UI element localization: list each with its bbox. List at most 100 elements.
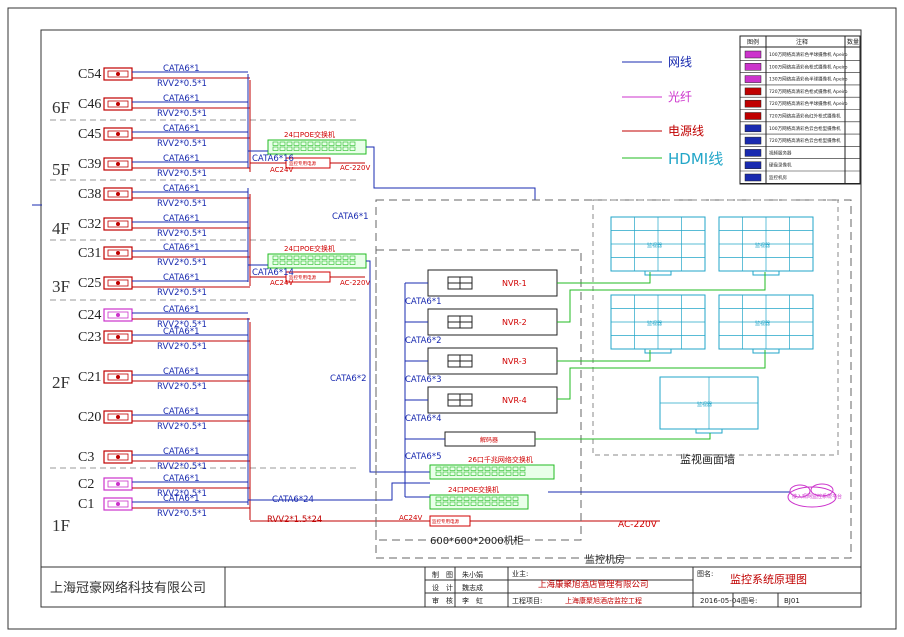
decoder-label: 解码器 [480, 436, 498, 444]
core-switch-label: 26口千兆网络交换机 [468, 455, 533, 464]
camera-rvv-label: RVV2*0.5*1 [157, 320, 207, 330]
switch-port [435, 496, 442, 501]
monitor-large-label: 监视器 [697, 401, 712, 408]
switch-port [470, 466, 477, 471]
wall-outline [592, 199, 839, 456]
monitor-label: 监视器 [755, 320, 770, 327]
camera-rvv-label: RVV2*0.5*1 [157, 139, 207, 149]
company-name: 上海冠豪网络科技有限公司 [50, 580, 206, 596]
tb-num-label: 图号: [741, 597, 757, 605]
tb-r2a: 设 计 [432, 583, 453, 592]
nvr-group: NVR-1CATA6*1NVR-2CATA6*2NVR-3CATA6*3NVR-… [405, 269, 558, 424]
legend-row: 720万网络高清彩色枪式摄像机 Apeiro [740, 87, 860, 98]
switch-port [512, 496, 519, 501]
wall-label: 监视画面墙 [680, 452, 735, 466]
switch-port [328, 260, 335, 265]
switch-port [505, 466, 512, 471]
power-box-1-label: 监控专用电源 [289, 160, 316, 167]
legend-net: 网线 [668, 55, 692, 69]
switch-port [498, 501, 505, 506]
monitor-screen: 监视器 [610, 294, 706, 354]
switch-port [456, 466, 463, 471]
camera-label: C24 [78, 308, 101, 323]
switch-port [505, 501, 512, 506]
floor-2f: 2F [52, 373, 70, 392]
switch-port [442, 471, 449, 476]
switch-port [498, 471, 505, 476]
camera-rvv-label: RVV2*0.5*1 [157, 229, 207, 239]
switch-port [286, 260, 293, 265]
camera-rvv-label: RVV2*0.5*1 [157, 489, 207, 499]
switch-port [498, 496, 505, 501]
camera-cat-label: CATA6*1 [163, 154, 200, 164]
switch-port [449, 466, 456, 471]
legend-row: 720万网络高清彩色云台枪型摄像机 [740, 136, 860, 147]
camera-label: C54 [78, 67, 101, 82]
switch-port [279, 255, 286, 260]
line-legend: 网线 光纤 电源线 HDMI线 [622, 55, 723, 168]
monitor-screen: 监视器 [718, 294, 814, 354]
switch-port [512, 466, 519, 471]
switch-port [300, 255, 307, 260]
tb-r3b: 李 虹 [462, 596, 483, 605]
title-block: 上海冠豪网络科技有限公司 制 图 朱小娟 设 计 魏志成 审 核 李 虹 业主:… [40, 566, 862, 608]
switch-port [279, 141, 286, 146]
power-box-2-label: 监控专用电源 [289, 274, 316, 281]
switch-port [498, 466, 505, 471]
switch-port [470, 501, 477, 506]
tb-r1a: 制 图 [432, 570, 453, 579]
switch-port [342, 260, 349, 265]
switch-port [272, 141, 279, 146]
camera-rvv-label: RVV2*0.5*1 [157, 382, 207, 392]
monitor-label: 监视器 [647, 242, 662, 249]
switch-port [491, 501, 498, 506]
camera-label: C38 [78, 187, 101, 202]
floor-3f: 3F [52, 277, 70, 296]
poe-switch-1: 24口POE交换机 监控专用电源 CATA6*16 AC24V AC-220V [248, 130, 370, 174]
tb-project-label: 工程项目: [512, 596, 542, 605]
nvr-label: NVR-1 [502, 279, 527, 288]
switch-port [300, 260, 307, 265]
rack-outline [375, 249, 582, 541]
switch-port [484, 501, 491, 506]
switch-port [335, 146, 342, 151]
switch-port [286, 255, 293, 260]
switch-port [349, 260, 356, 265]
switch-port [463, 501, 470, 506]
switch-port [321, 260, 328, 265]
camera-label: C21 [78, 370, 101, 385]
tb-r3a: 审 核 [432, 596, 453, 605]
switch-port [293, 146, 300, 151]
camera-cat-label: CATA6*1 [163, 494, 200, 504]
camera-label: C39 [78, 157, 101, 172]
camera-cat-label: CATA6*1 [163, 124, 200, 134]
camera-label: C1 [78, 497, 94, 512]
legend-row-label: 130万网络高清彩色半球摄像机 Apeiro [769, 76, 848, 83]
camera-rvv-label: RVV2*0.5*1 [157, 509, 207, 519]
legend-h3: 数量 [847, 38, 859, 46]
camera-label: C46 [78, 97, 101, 112]
monitor-wall: 监视器监视器监视器监视器监视器 [610, 216, 814, 434]
switch-port [293, 141, 300, 146]
switch-port [505, 496, 512, 501]
cloud-label: 接入现网监控系统平台 [792, 493, 842, 500]
switch-port [435, 466, 442, 471]
camera-rvv-label: RVV2*0.5*1 [157, 109, 207, 119]
switch-port [491, 471, 498, 476]
power-box-3-label: 监控专用电源 [432, 518, 459, 525]
monitor-label: 监视器 [755, 242, 770, 249]
camera-cat-label: CATA6*1 [163, 184, 200, 194]
switch-port [456, 501, 463, 506]
switch-port [442, 466, 449, 471]
